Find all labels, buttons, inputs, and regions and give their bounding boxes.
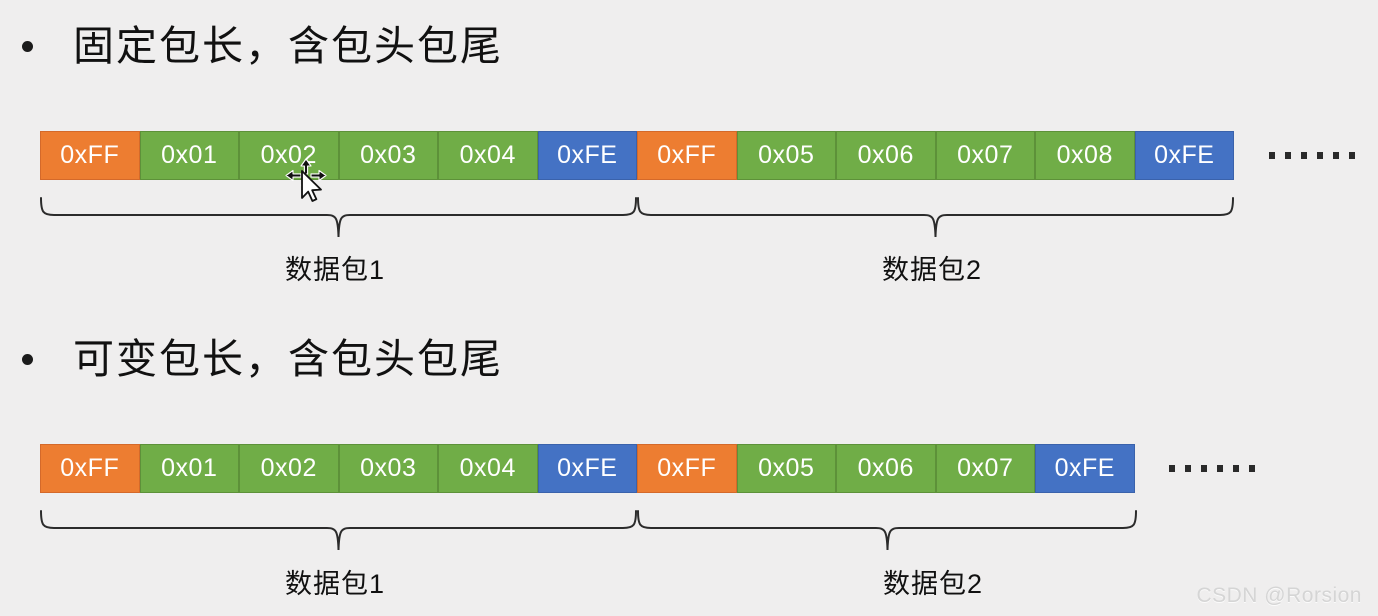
bullet-dot-icon bbox=[22, 41, 33, 52]
continuation-ellipsis-icon bbox=[1269, 152, 1355, 159]
brace-label-packet-1-row-1: 数据包1 bbox=[285, 255, 386, 285]
byte-cell: 0xFE bbox=[1035, 444, 1135, 493]
brace-packet-1-row-2 bbox=[40, 510, 637, 551]
brace-packet-2-row-1 bbox=[637, 197, 1234, 238]
byte-cell: 0x01 bbox=[139, 131, 239, 180]
bullet-dot-icon bbox=[22, 354, 33, 365]
brace-label-packet-1-row-2: 数据包1 bbox=[285, 569, 386, 599]
brace-packet-2-row-2 bbox=[637, 510, 1137, 551]
brace-label-packet-2-row-1: 数据包2 bbox=[882, 255, 983, 285]
byte-cell: 0x05 bbox=[736, 444, 836, 493]
watermark-text: CSDN @Rorsion bbox=[1196, 584, 1362, 607]
brace-packet-1-row-1 bbox=[40, 197, 637, 238]
continuation-ellipsis-icon bbox=[1169, 465, 1255, 472]
byte-cell: 0x07 bbox=[935, 131, 1035, 180]
byte-strip-2: 0xFF 0x01 0x02 0x03 0x04 0xFE 0xFF 0x05 … bbox=[40, 444, 1135, 493]
heading-text-2: 可变包长，含包头包尾 bbox=[73, 336, 503, 382]
byte-strip-1: 0xFF 0x01 0x02 0x03 0x04 0xFE 0xFF 0x05 … bbox=[40, 131, 1234, 180]
byte-cell: 0x02 bbox=[239, 444, 339, 493]
byte-cell: 0xFF bbox=[40, 131, 140, 180]
bullet-heading-1: 固定包长，含包头包尾 bbox=[22, 26, 503, 67]
byte-cell: 0x04 bbox=[438, 444, 538, 493]
byte-cell: 0xFF bbox=[637, 131, 737, 180]
byte-cell: 0x08 bbox=[1035, 131, 1135, 180]
byte-cell: 0xFE bbox=[537, 444, 637, 493]
byte-cell: 0x03 bbox=[338, 444, 438, 493]
byte-cell: 0xFF bbox=[637, 444, 737, 493]
byte-cell: 0x04 bbox=[438, 131, 538, 180]
byte-cell: 0x01 bbox=[139, 444, 239, 493]
byte-cell: 0x02 bbox=[239, 131, 339, 180]
byte-cell: 0xFF bbox=[40, 444, 140, 493]
byte-cell: 0x03 bbox=[338, 131, 438, 180]
byte-cell: 0x07 bbox=[935, 444, 1035, 493]
bullet-heading-2: 可变包长，含包头包尾 bbox=[22, 339, 503, 380]
byte-cell: 0x06 bbox=[836, 131, 936, 180]
byte-cell: 0xFE bbox=[1134, 131, 1234, 180]
byte-cell: 0x05 bbox=[736, 131, 836, 180]
byte-cell: 0x06 bbox=[836, 444, 936, 493]
heading-text-1: 固定包长，含包头包尾 bbox=[73, 23, 503, 69]
brace-label-packet-2-row-2: 数据包2 bbox=[883, 569, 984, 599]
byte-cell: 0xFE bbox=[537, 131, 637, 180]
